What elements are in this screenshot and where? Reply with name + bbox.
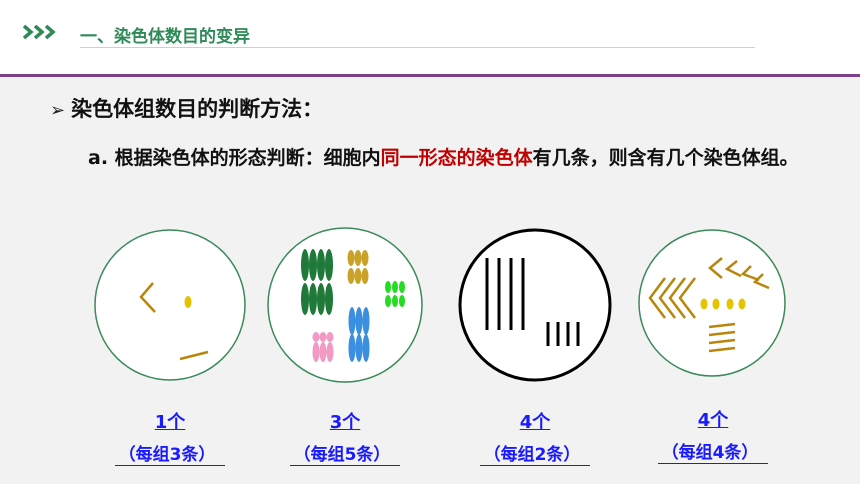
chromosome-cells-illustration: [94, 227, 786, 383]
cell-3-count: 4个: [519, 412, 551, 433]
paragraph-text-before: a. 根据染色体的形态判断：细胞内: [88, 147, 381, 169]
cell-3-caption: 4个 （每组2条）: [460, 408, 610, 466]
triple-chevron-icon: [22, 24, 56, 40]
cell-4-diagram: [638, 229, 786, 377]
cell-2-count: 3个: [329, 412, 361, 433]
header-bar: 一、染色体数目的变异: [0, 0, 860, 76]
paragraph-text-after: 有几条，则含有几个染色体组。: [532, 147, 799, 169]
paragraph-highlight: 同一形态的染色体: [380, 147, 533, 169]
cell-1-caption: 1个 （每组3条）: [95, 408, 245, 466]
cell-2-diagram: [267, 227, 423, 383]
cell-4-caption: 4个 （每组4条）: [638, 406, 788, 464]
header-divider: [0, 74, 860, 77]
section-heading: ➢染色体组数目的判断方法：: [50, 93, 323, 123]
section-heading-text: 染色体组数目的判断方法：: [71, 97, 324, 121]
cell-2-group: （每组5条）: [289, 440, 401, 466]
cell-3-diagram: [458, 228, 612, 382]
cell-1-diagram: [94, 229, 246, 381]
cell-1-count: 1个: [154, 412, 186, 433]
cell-1-group: （每组3条）: [114, 440, 226, 466]
cell-4-group: （每组4条）: [657, 438, 769, 464]
page-title: 一、染色体数目的变异: [80, 27, 250, 47]
arrow-bullet-icon: ➢: [50, 100, 66, 121]
cell-3-group: （每组2条）: [479, 440, 591, 466]
cell-2-caption: 3个 （每组5条）: [270, 408, 420, 466]
title-underline: [80, 47, 755, 48]
explanation-paragraph: a. 根据染色体的形态判断：细胞内同一形态的染色体有几条，则含有几个染色体组。: [88, 138, 823, 178]
cell-4-count: 4个: [697, 410, 729, 431]
